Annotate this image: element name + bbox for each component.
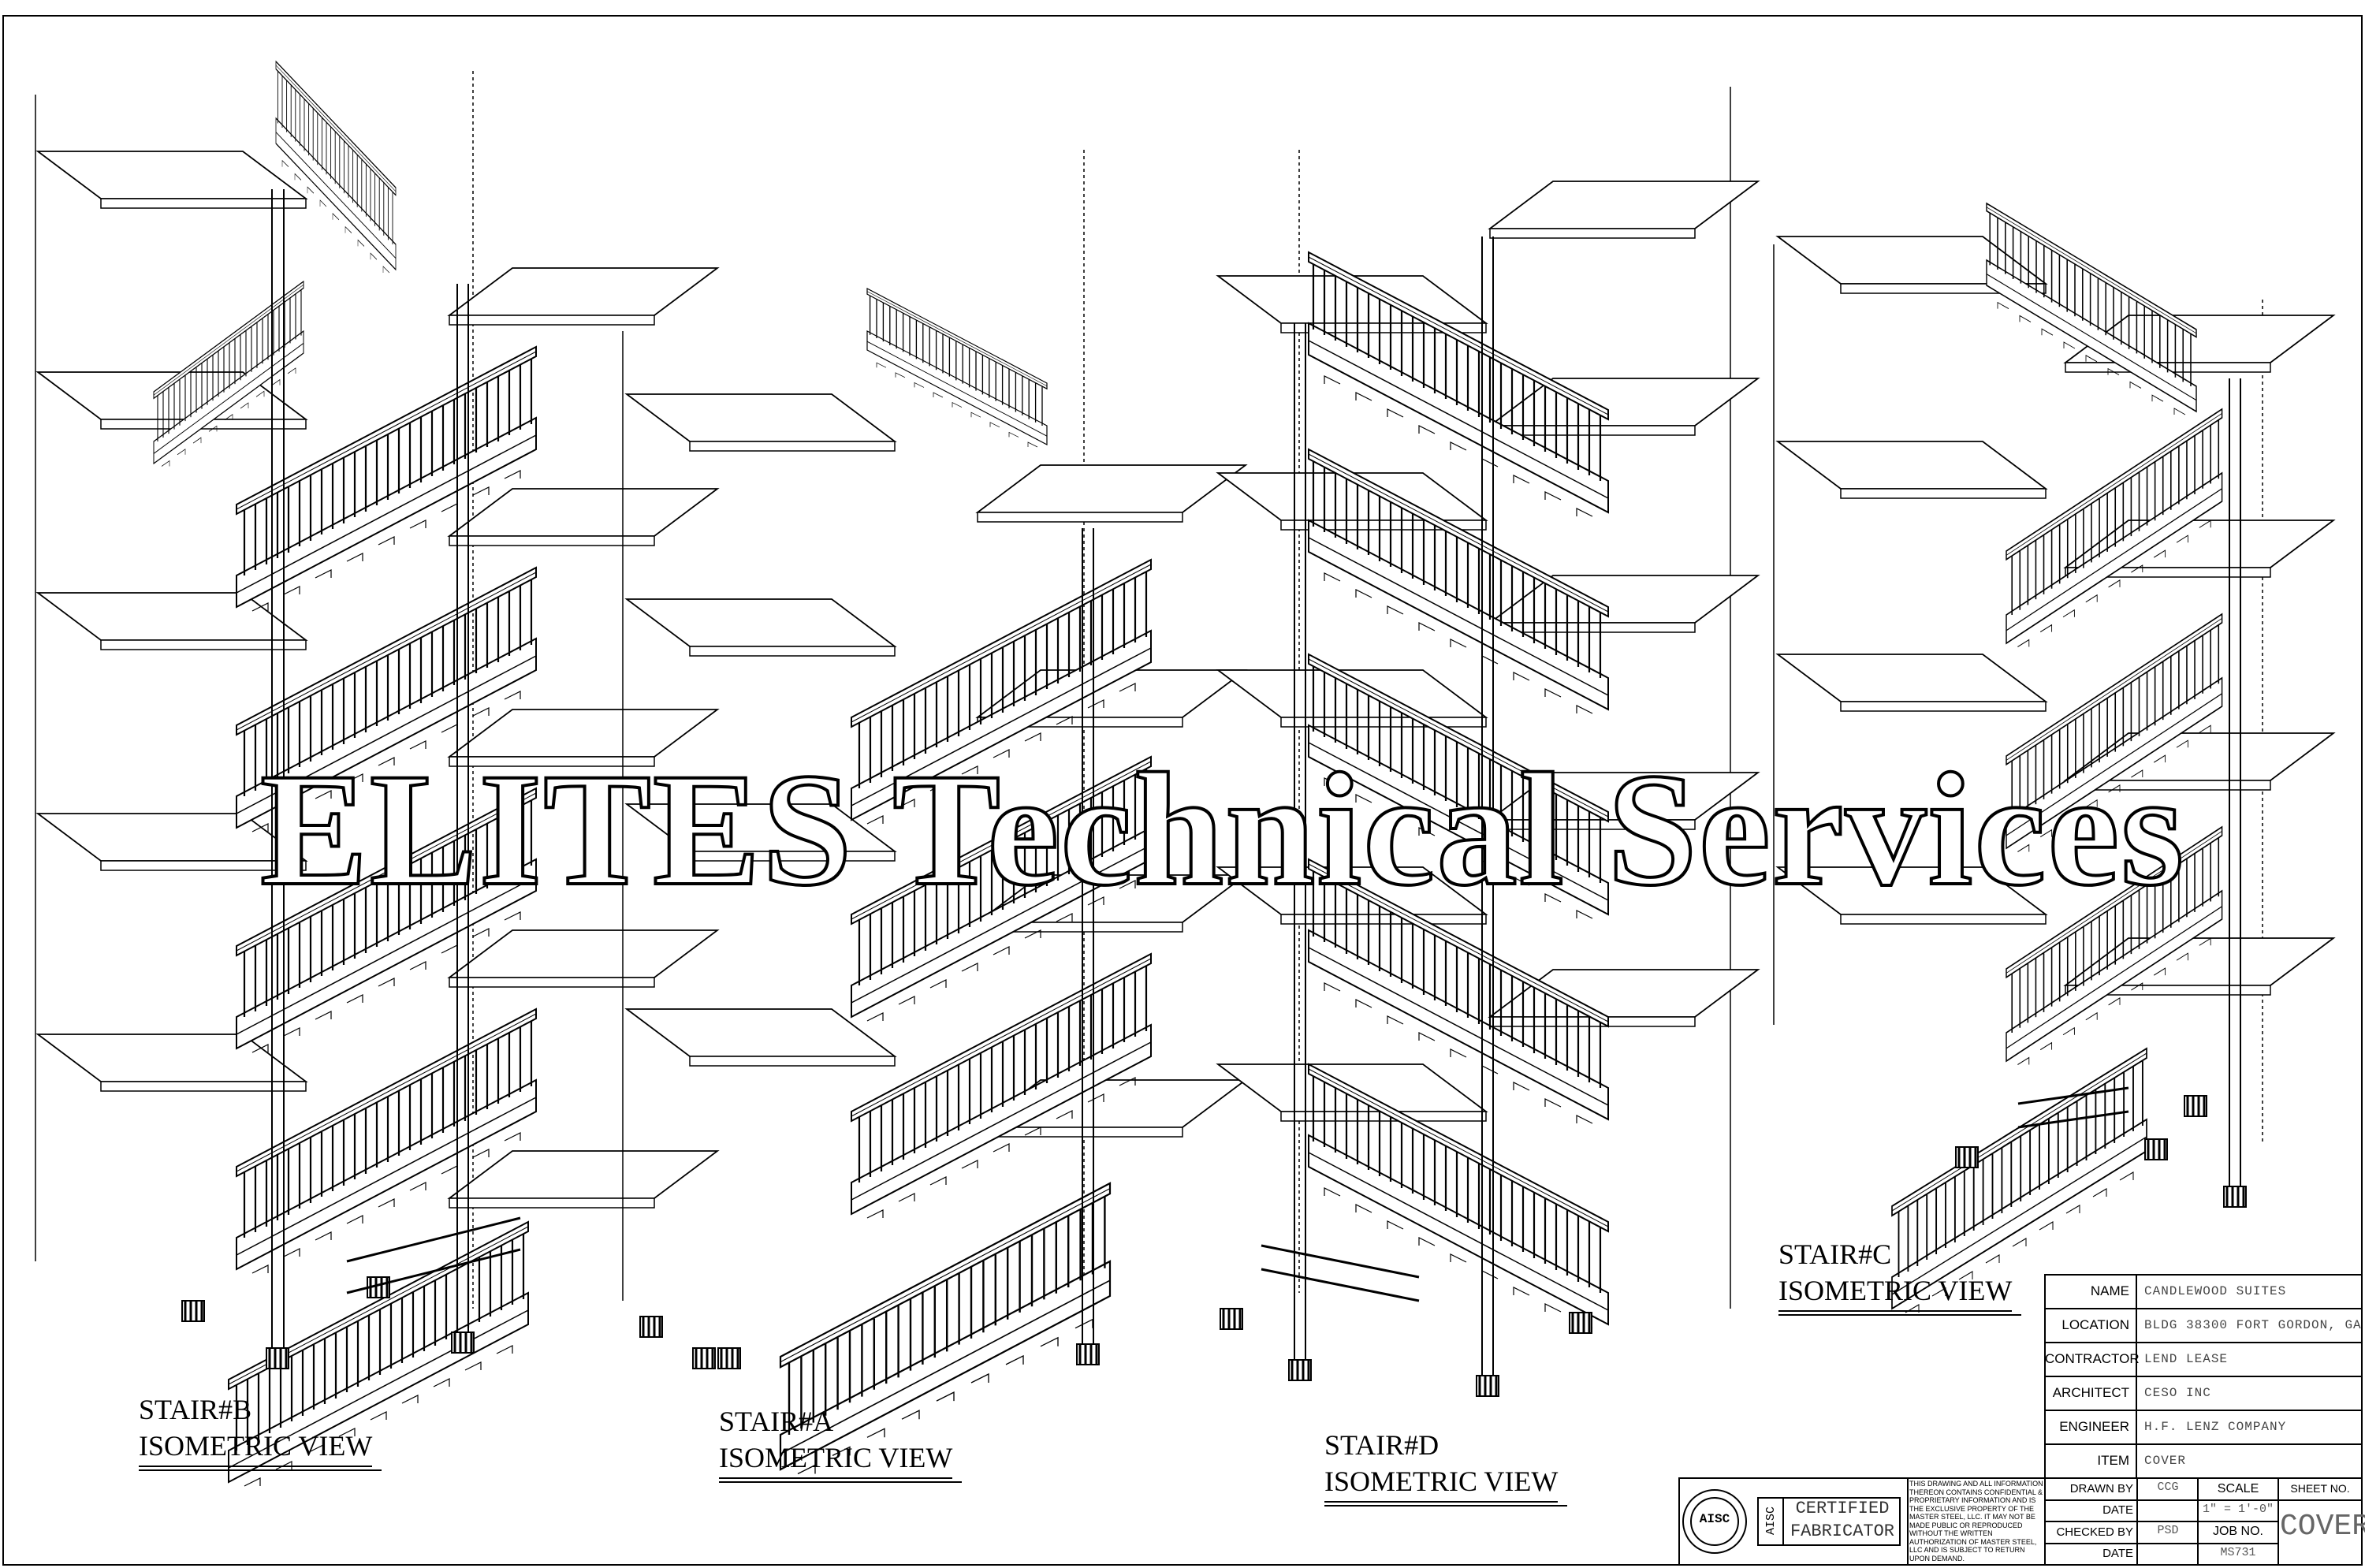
title-row-engineer: ENGINEER H.F. LENZ COMPANY — [2045, 1410, 2362, 1445]
stair-c-label: STAIR#C ISOMETRIC VIEW — [1778, 1236, 2021, 1316]
checked-by-label: CHECKED BY — [2056, 1525, 2133, 1539]
sheet-no-label: SHEET NO. — [2290, 1482, 2350, 1495]
stair-d-view-title: ISOMETRIC VIEW — [1324, 1463, 1559, 1503]
title-row-value: H.F. LENZ COMPANY — [2144, 1420, 2287, 1434]
stair-a-name: STAIR#A — [719, 1406, 834, 1437]
checked-by-value: PSD — [2157, 1524, 2179, 1537]
stair-c-drawing — [1773, 203, 2334, 1314]
stair-c-view-title: ISOMETRIC VIEW — [1778, 1272, 2013, 1312]
job-no-value: MS731 — [2220, 1546, 2256, 1559]
stair-b-view-title: ISOMETRIC VIEW — [139, 1428, 373, 1467]
title-row-architect: ARCHITECT CESO INC — [2045, 1376, 2362, 1411]
stair-d-name: STAIR#D — [1324, 1429, 1439, 1461]
title-row-location: LOCATION BLDG 38300 FORT GORDON, GA — [2045, 1309, 2362, 1343]
scale-label: SCALE — [2217, 1482, 2259, 1495]
stair-c-name: STAIR#C — [1778, 1238, 1892, 1270]
scale-value: 1" = 1'-0" — [2202, 1503, 2274, 1516]
stair-a-drawing — [622, 150, 1246, 1475]
title-row-label: CONTRACTOR — [2045, 1343, 2140, 1376]
title-row-label: LOCATION — [2045, 1309, 2137, 1342]
title-row-item: ITEM COVER — [2045, 1444, 2362, 1477]
confidentiality-notice: THIS DRAWING AND ALL INFORMATION THEREON… — [1909, 1480, 2043, 1562]
title-row-label: ITEM — [2045, 1444, 2137, 1477]
title-row-contractor: CONTRACTOR LEND LEASE — [2045, 1343, 2362, 1377]
drawn-by-label: DRAWN BY — [2069, 1482, 2133, 1495]
title-row-value: CESO INC — [2144, 1386, 2211, 1400]
title-row-value: CANDLEWOOD SUITES — [2144, 1284, 2287, 1298]
title-row-value: LEND LEASE — [2144, 1352, 2229, 1366]
stair-b-label: STAIR#B ISOMETRIC VIEW — [139, 1391, 382, 1471]
title-row-label: ENGINEER — [2045, 1410, 2137, 1443]
title-block-frame — [1678, 1274, 2363, 1566]
aisc-seal: AISC — [1699, 1512, 1730, 1526]
cert-line2: FABRICATOR — [1790, 1521, 1895, 1541]
title-row-label: ARCHITECT — [2045, 1376, 2137, 1410]
drawn-by-value: CCG — [2157, 1480, 2179, 1494]
date2-label: DATE — [2102, 1547, 2133, 1560]
job-no-label: JOB NO. — [2212, 1525, 2263, 1538]
stair-a-view-title: ISOMETRIC VIEW — [719, 1440, 953, 1479]
title-row-label: NAME — [2045, 1275, 2137, 1308]
stair-b-name: STAIR#B — [139, 1394, 252, 1425]
sheet-no-value: COVER — [2280, 1510, 2365, 1544]
stair-a-label: STAIR#A ISOMETRIC VIEW — [719, 1403, 962, 1483]
title-row-value: COVER — [2144, 1454, 2187, 1468]
title-row-value: BLDG 38300 FORT GORDON, GA — [2144, 1318, 2362, 1332]
stair-d-drawing — [1217, 87, 1759, 1398]
sheet-border — [2, 15, 2363, 1566]
stair-d-label: STAIR#D ISOMETRIC VIEW — [1324, 1427, 1567, 1507]
stair-b-drawing — [35, 61, 718, 1488]
cert-org-vertical: AISC — [1764, 1506, 1778, 1535]
cert-line1: CERTIFIED — [1795, 1499, 1890, 1518]
date-label: DATE — [2102, 1503, 2133, 1517]
title-row-name: NAME CANDLEWOOD SUITES — [2045, 1275, 2362, 1309]
